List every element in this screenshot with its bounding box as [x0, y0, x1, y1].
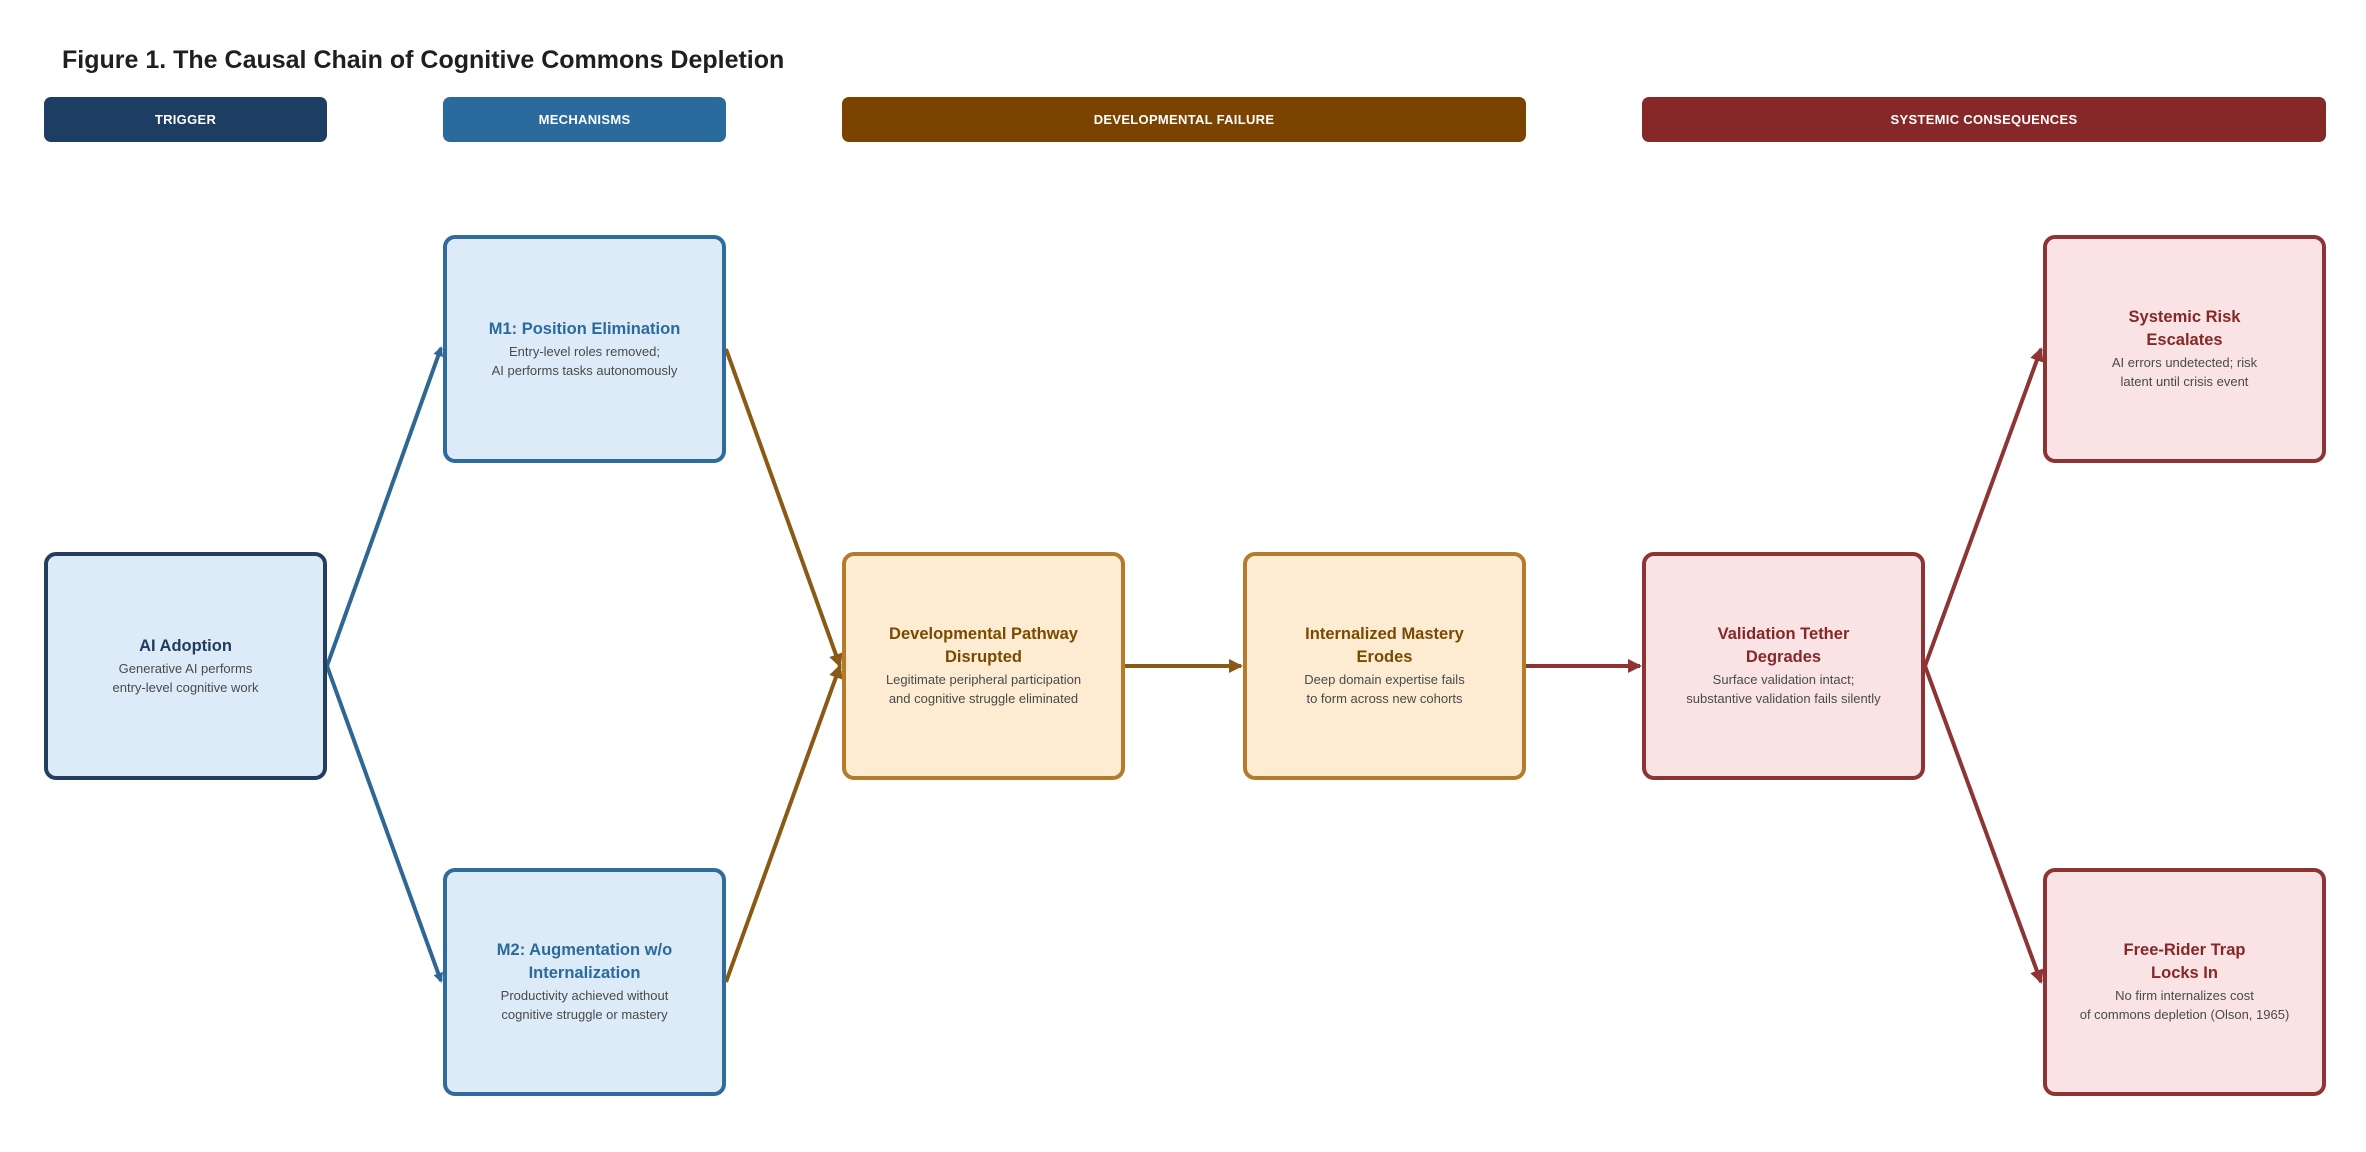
header-systemic-consequences: SYSTEMIC CONSEQUENCES: [1642, 97, 2326, 142]
node-m1-position-elimination: M1: Position Elimination Entry-level rol…: [443, 235, 726, 463]
header-mechanisms: MECHANISMS: [443, 97, 726, 142]
node-title: AI Adoption: [139, 636, 232, 655]
arrow-ai-to-m2: [325, 665, 443, 983]
arrow-ai-to-m1: [325, 346, 444, 667]
arrow-validation-to-free-rider: [1923, 665, 2044, 984]
header-trigger: TRIGGER: [44, 97, 327, 142]
arrow-m2-to-dev-pathway: [724, 664, 843, 983]
node-description: Surface validation intact;substantive va…: [1686, 672, 1881, 707]
node-description: Entry-level roles removed;AI performs ta…: [491, 343, 678, 378]
arrow-validation-to-systemic-risk: [1923, 347, 2044, 667]
figure-title: Figure 1. The Causal Chain of Cognitive …: [62, 46, 785, 74]
node-title: M1: Position Elimination: [488, 319, 681, 338]
arrow-m1-to-dev-pathway: [724, 348, 843, 668]
header-developmental-failure: DEVELOPMENTAL FAILURE: [842, 97, 1526, 142]
